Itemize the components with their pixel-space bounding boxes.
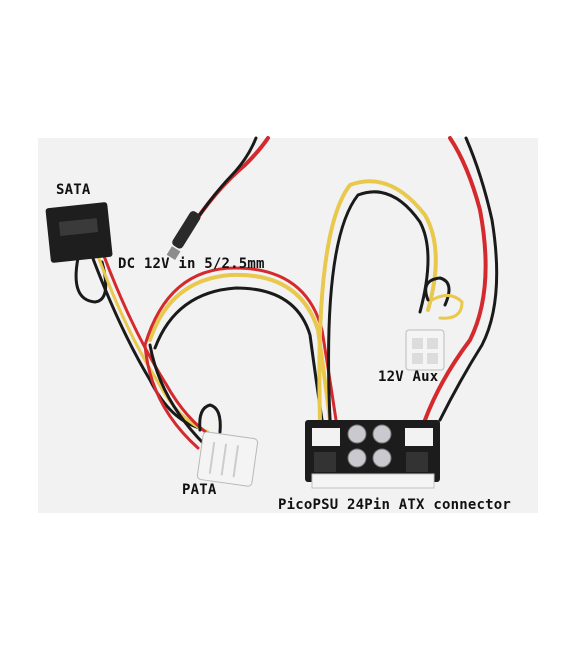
label-sata: SATA bbox=[56, 182, 91, 198]
photo-area bbox=[38, 138, 538, 513]
label-atx: PicoPSU 24Pin ATX connector bbox=[278, 497, 511, 513]
dc-barrel-jack bbox=[166, 211, 201, 261]
sata-cable bbox=[74, 254, 216, 440]
red-feed-cable bbox=[423, 136, 499, 422]
label-aux: 12V Aux bbox=[378, 369, 439, 385]
picopsu-board bbox=[305, 420, 440, 489]
aux-connector bbox=[405, 329, 445, 371]
label-pata: PATA bbox=[182, 482, 217, 498]
pata-connector bbox=[196, 431, 259, 487]
aux-cable bbox=[317, 179, 464, 422]
label-dc-input: DC 12V in 5/2.5mm bbox=[118, 256, 265, 272]
sata-connector bbox=[45, 202, 113, 263]
